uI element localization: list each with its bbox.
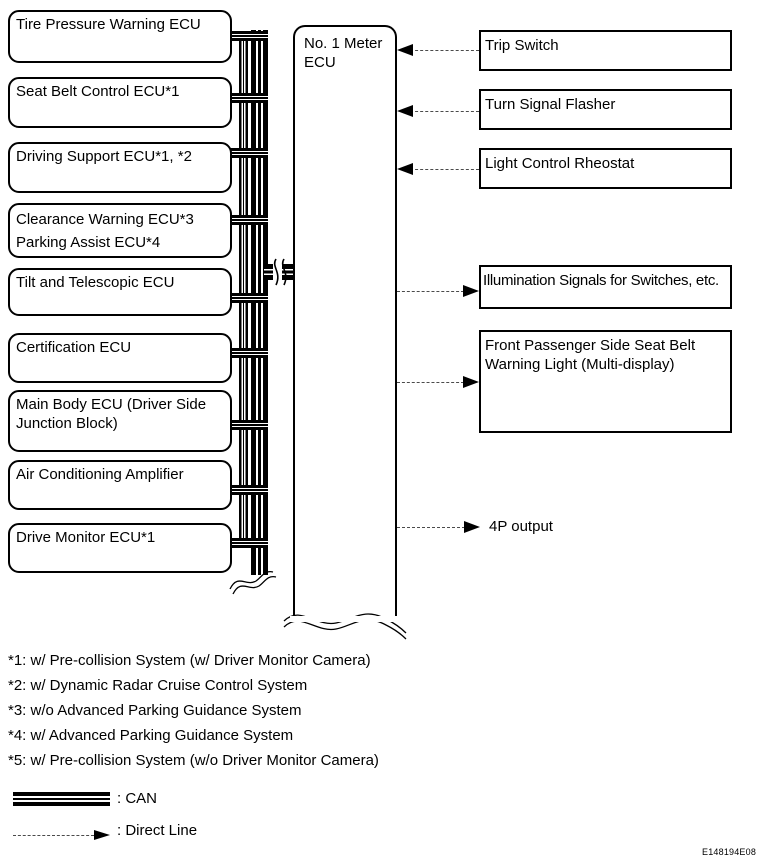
footnote: *5: w/ Pre-collision System (w/o Driver … <box>8 752 379 769</box>
ecu-label: Driving Support ECU*1, *2 <box>16 148 192 165</box>
direct-line <box>410 111 479 112</box>
trunk-break-icon <box>229 571 277 595</box>
can-stub <box>230 215 268 225</box>
ecu-box-clearance-warning-parking-assist: Clearance Warning ECU*3 Parking Assist E… <box>8 203 232 258</box>
footnote: *4: w/ Advanced Parking Guidance System <box>8 727 294 744</box>
ecu-label: Main Body ECU (Driver Side <box>16 396 207 413</box>
legend-direct-label: : Direct Line <box>117 822 198 839</box>
ecu-label: ECU <box>304 54 336 71</box>
box-front-passenger-seat-belt-warning: Front Passenger Side Seat Belt Warning L… <box>479 330 732 433</box>
box-turn-signal-flasher: Turn Signal Flasher <box>479 89 732 130</box>
box-light-control-rheostat: Light Control Rheostat <box>479 148 732 189</box>
can-stub <box>230 293 268 303</box>
legend-can-symbol <box>13 792 110 806</box>
arrowhead-left-icon <box>397 105 413 117</box>
footnote: *1: w/ Pre-collision System (w/ Driver M… <box>8 652 371 669</box>
ecu-label: Parking Assist ECU*4 <box>16 234 161 251</box>
ecu-label: Certification ECU <box>16 339 132 356</box>
ecu-label: Drive Monitor ECU*1 <box>16 529 156 546</box>
box-label: Front Passenger Side Seat Belt <box>485 337 696 354</box>
port-output-label: 4P output <box>489 518 553 535</box>
arrowhead-left-icon <box>397 163 413 175</box>
can-connector-to-meter <box>264 264 294 280</box>
ecu-label: Seat Belt Control ECU*1 <box>16 83 180 100</box>
box-label: Trip Switch <box>485 37 559 54</box>
box-illumination-signals: Illumination Signals for Switches, etc. <box>479 265 732 309</box>
ecu-label: Tire Pressure Warning ECU <box>16 16 201 33</box>
box-label: Turn Signal Flasher <box>485 96 616 113</box>
arrowhead-right-icon <box>463 376 479 388</box>
direct-line <box>397 382 464 383</box>
legend-direct-line-symbol <box>13 835 94 836</box>
can-bus-inner-rail <box>239 31 248 548</box>
can-stub <box>230 485 268 495</box>
can-stub <box>230 93 268 103</box>
direct-line <box>410 169 479 170</box>
ecu-box-seat-belt-control: Seat Belt Control ECU*1 <box>8 77 232 128</box>
ecu-label: Clearance Warning ECU*3 <box>16 211 194 228</box>
can-stub <box>230 420 268 430</box>
ecu-box-no1-meter: No. 1 Meter ECU <box>293 25 397 616</box>
can-stub <box>230 538 268 548</box>
footnote: *2: w/ Dynamic Radar Cruise Control Syst… <box>8 677 308 694</box>
arrowhead-right-icon <box>464 521 480 533</box>
arrowhead-right-icon <box>463 285 479 297</box>
ecu-box-driving-support: Driving Support ECU*1, *2 <box>8 142 232 193</box>
box-label: Light Control Rheostat <box>485 155 635 172</box>
footnotes: *1: w/ Pre-collision System (w/ Driver M… <box>8 652 379 770</box>
arrowhead-left-icon <box>397 44 413 56</box>
ecu-box-tire-pressure-warning: Tire Pressure Warning ECU <box>8 10 232 63</box>
ecu-box-main-body: Main Body ECU (Driver Side Junction Bloc… <box>8 390 232 452</box>
arrowhead-right-icon <box>94 830 110 840</box>
direct-line <box>397 291 464 292</box>
ecu-box-certification: Certification ECU <box>8 333 232 383</box>
box-trip-switch: Trip Switch <box>479 30 732 71</box>
ecu-box-air-conditioning-amplifier: Air Conditioning Amplifier <box>8 460 232 510</box>
meter-box-tear-icon <box>283 613 407 640</box>
ecu-label: No. 1 Meter <box>304 35 383 52</box>
box-label: Illumination Signals for Switches, etc. <box>483 272 719 289</box>
footnote: *3: w/o Advanced Parking Guidance System <box>8 702 302 719</box>
ecu-box-drive-monitor: Drive Monitor ECU*1 <box>8 523 232 573</box>
legend-can-label: : CAN <box>117 790 158 807</box>
box-label: Warning Light (Multi-display) <box>485 356 675 373</box>
ecu-label: Tilt and Telescopic ECU <box>16 274 175 291</box>
ecu-label: Junction Block) <box>16 415 118 432</box>
figure-code: E148194E08 <box>702 847 757 857</box>
can-stub <box>230 348 268 358</box>
ecu-label: Air Conditioning Amplifier <box>16 466 184 483</box>
can-stub <box>230 31 268 41</box>
direct-line <box>397 527 465 528</box>
can-stub <box>230 148 268 158</box>
direct-line <box>410 50 479 51</box>
ecu-box-tilt-telescopic: Tilt and Telescopic ECU <box>8 268 232 316</box>
